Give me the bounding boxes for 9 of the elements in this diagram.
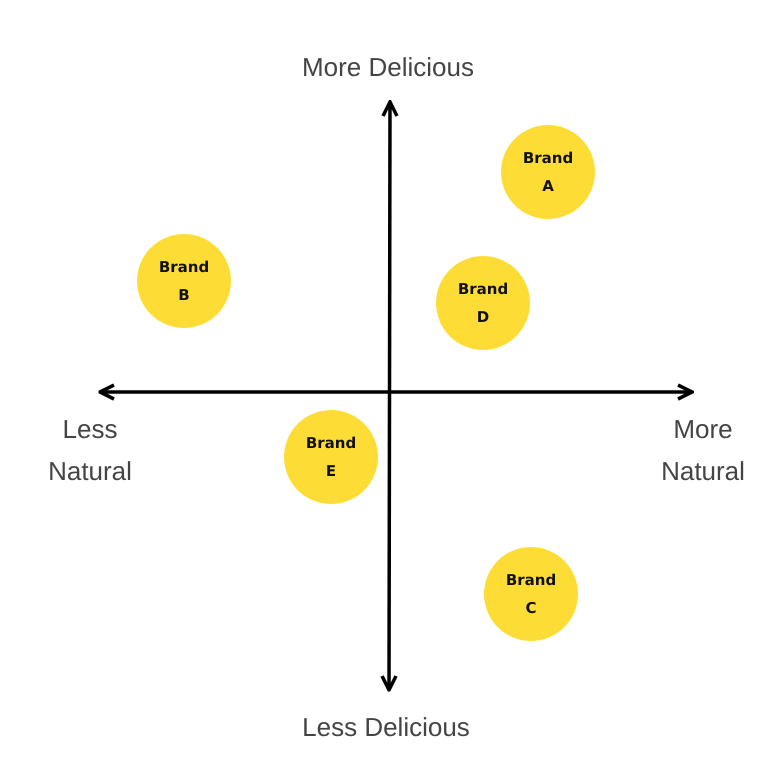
item-label: Brand C: [504, 570, 558, 619]
axis-label: Less Natural: [47, 413, 133, 488]
item-label: Brand A: [522, 148, 574, 197]
item-label: Brand D: [456, 279, 510, 328]
item-label: Brand B: [158, 257, 210, 306]
axis-label: More Delicious: [301, 51, 475, 84]
item-label: Brand E: [304, 433, 358, 482]
axis-label: Less Delicious: [301, 711, 471, 744]
axis-label: More Natural: [660, 413, 746, 488]
